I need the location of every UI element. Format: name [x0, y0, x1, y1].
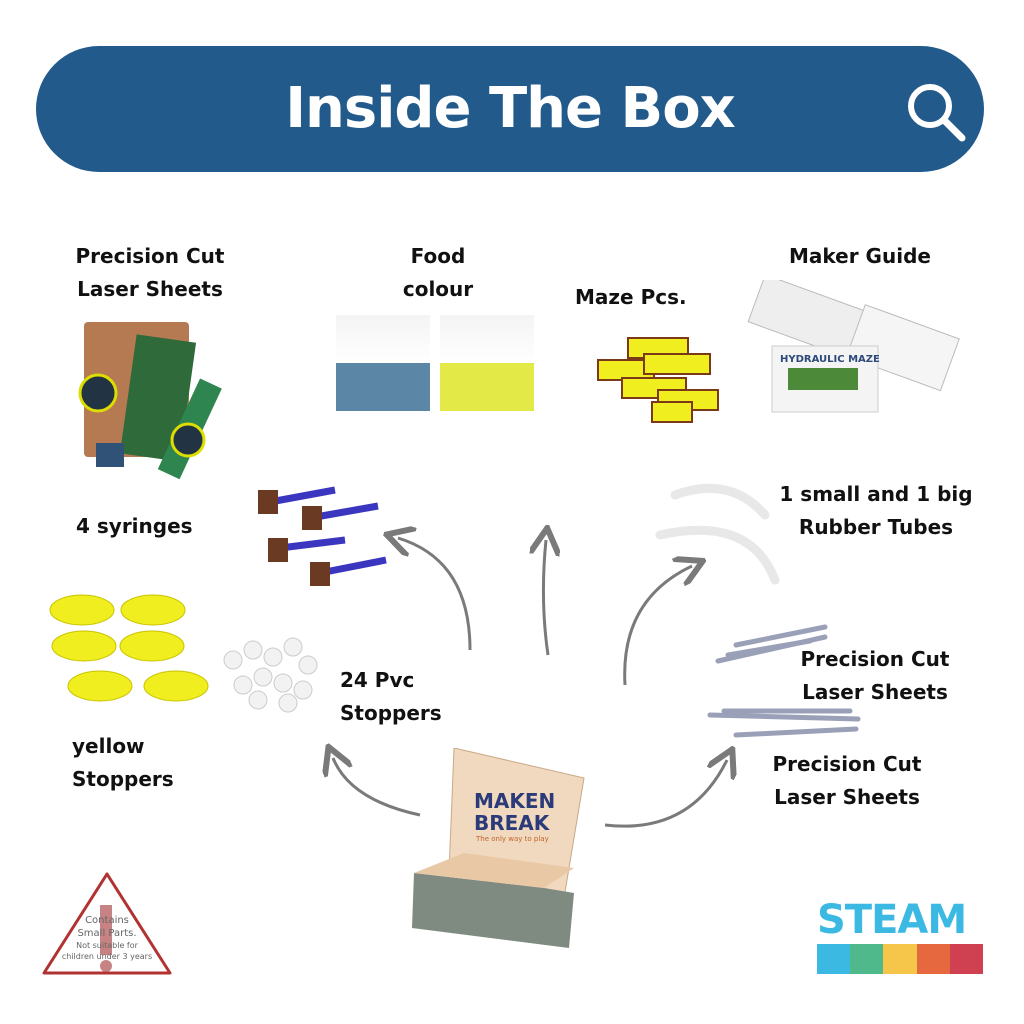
guide-cover-title: HYDRAULIC MAZE	[780, 354, 880, 365]
steam-subject-icon	[883, 944, 917, 974]
maker-break-box-image: MAKEN BREAK The only way to play	[412, 748, 585, 948]
steam-subject-icon	[916, 944, 950, 974]
box-logo-line2: BREAK	[474, 811, 551, 835]
maze-pieces-image	[597, 337, 719, 423]
header-banner: Inside The Box	[36, 46, 984, 172]
steam-icons	[817, 944, 984, 974]
laser-sheets-image	[78, 322, 222, 480]
arrow-center	[543, 540, 548, 656]
label-maker-guide: Maker Guide	[789, 244, 931, 268]
box-logo-line1: MAKEN	[474, 789, 555, 813]
steam-logo: STEAM	[817, 897, 984, 974]
box-tagline: The only way to play	[475, 835, 549, 843]
label-maze-pcs: Maze Pcs.	[575, 285, 687, 309]
food-colour-blue-pack	[336, 315, 430, 411]
pvc-stoppers-image	[223, 637, 318, 713]
steam-subject-icon	[850, 944, 884, 974]
maker-guide-image: HYDRAULIC MAZE	[747, 280, 960, 413]
rubber-tubes-image	[655, 483, 780, 585]
syringes-image	[258, 486, 387, 586]
label-syringes: 4 syringes	[76, 514, 193, 538]
arrow-stoppers	[333, 758, 421, 817]
warning-triangle-icon	[42, 872, 172, 975]
steam-text: STEAM	[817, 897, 967, 943]
steam-subject-icon	[949, 944, 984, 974]
search-icon[interactable]	[904, 80, 968, 144]
steam-subject-icon	[817, 944, 851, 974]
arrow-sheets	[604, 760, 727, 828]
rods-image	[707, 624, 861, 738]
yellow-stoppers-image	[49, 594, 209, 702]
arrow-syringes	[398, 538, 472, 651]
food-colour-yellow-pack	[440, 315, 534, 411]
arrow-tubes	[623, 566, 692, 686]
page-title: Inside The Box	[285, 76, 736, 141]
